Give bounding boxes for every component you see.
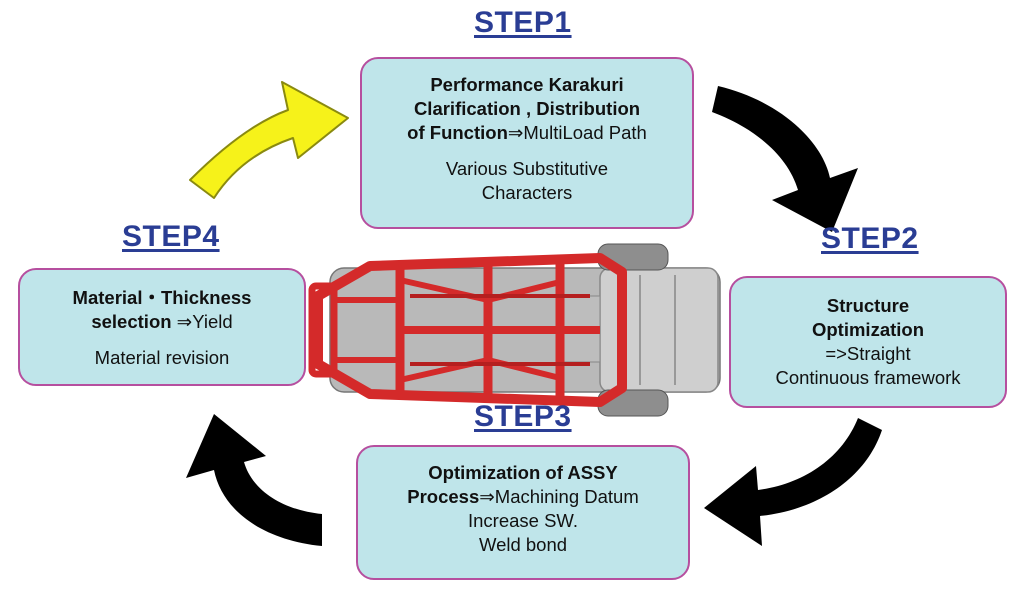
black-curved-arrow-icon-step1-to-step2 bbox=[712, 86, 858, 232]
step4-detail1: Yield bbox=[192, 311, 233, 332]
step3-title: STEP3 bbox=[474, 400, 572, 433]
step4-line2: selection ⇒Yield bbox=[20, 310, 304, 334]
black-curved-arrow-icon-step2-to-step3 bbox=[704, 418, 882, 546]
step1-bold-line2: Clarification , Distribution bbox=[413, 98, 641, 119]
step3-arrow-glyph: ⇒ bbox=[479, 486, 495, 507]
step2-title: STEP2 bbox=[821, 222, 919, 255]
step2-box: Structure Optimization =>Straight Contin… bbox=[729, 276, 1007, 408]
step2-detail2: Continuous framework bbox=[775, 367, 961, 388]
step4-bold-line2: selection bbox=[91, 311, 172, 332]
step1-detail1: MultiLoad Path bbox=[523, 122, 647, 143]
step3-box: Optimization of ASSY Process⇒Machining D… bbox=[356, 445, 690, 580]
step3-detail1: Machining Datum bbox=[494, 486, 639, 507]
step2-bold-line1: Structure bbox=[826, 295, 910, 316]
step4-arrow-glyph: ⇒ bbox=[171, 311, 193, 332]
step3-bold-line2: Process bbox=[407, 486, 480, 507]
step1-detail3: Characters bbox=[481, 182, 573, 203]
car-body-frame-icon bbox=[308, 243, 721, 417]
step3-detail2: Increase SW. bbox=[467, 510, 578, 531]
step3-bold-line1: Optimization of ASSY bbox=[428, 462, 618, 483]
step1-line3: of Function⇒MultiLoad Path bbox=[362, 121, 692, 145]
step3-line2: Process⇒Machining Datum bbox=[358, 485, 688, 509]
step1-bold-line3: of Function bbox=[407, 122, 508, 143]
step1-arrow-glyph: ⇒ bbox=[507, 122, 524, 143]
step4-bold-line1: Material・Thickness bbox=[72, 287, 252, 308]
yellow-curved-arrow-icon bbox=[189, 81, 349, 199]
step2-bold-line2: Optimization bbox=[811, 319, 925, 340]
step1-bold-line1: Performance Karakuri bbox=[430, 74, 624, 95]
black-curved-arrow-icon-step3-to-step4 bbox=[186, 414, 322, 546]
step3-detail3: Weld bond bbox=[478, 534, 568, 555]
step2-detail1: =>Straight bbox=[825, 343, 911, 364]
step1-box: Performance Karakuri Clarification , Dis… bbox=[360, 57, 694, 229]
step1-title: STEP1 bbox=[474, 6, 572, 39]
step1-detail2: Various Substitutive bbox=[445, 158, 609, 179]
step4-detail2: Material revision bbox=[94, 347, 230, 368]
step4-box: Material・Thickness selection ⇒Yield Mate… bbox=[18, 268, 306, 386]
step4-title: STEP4 bbox=[122, 220, 220, 253]
